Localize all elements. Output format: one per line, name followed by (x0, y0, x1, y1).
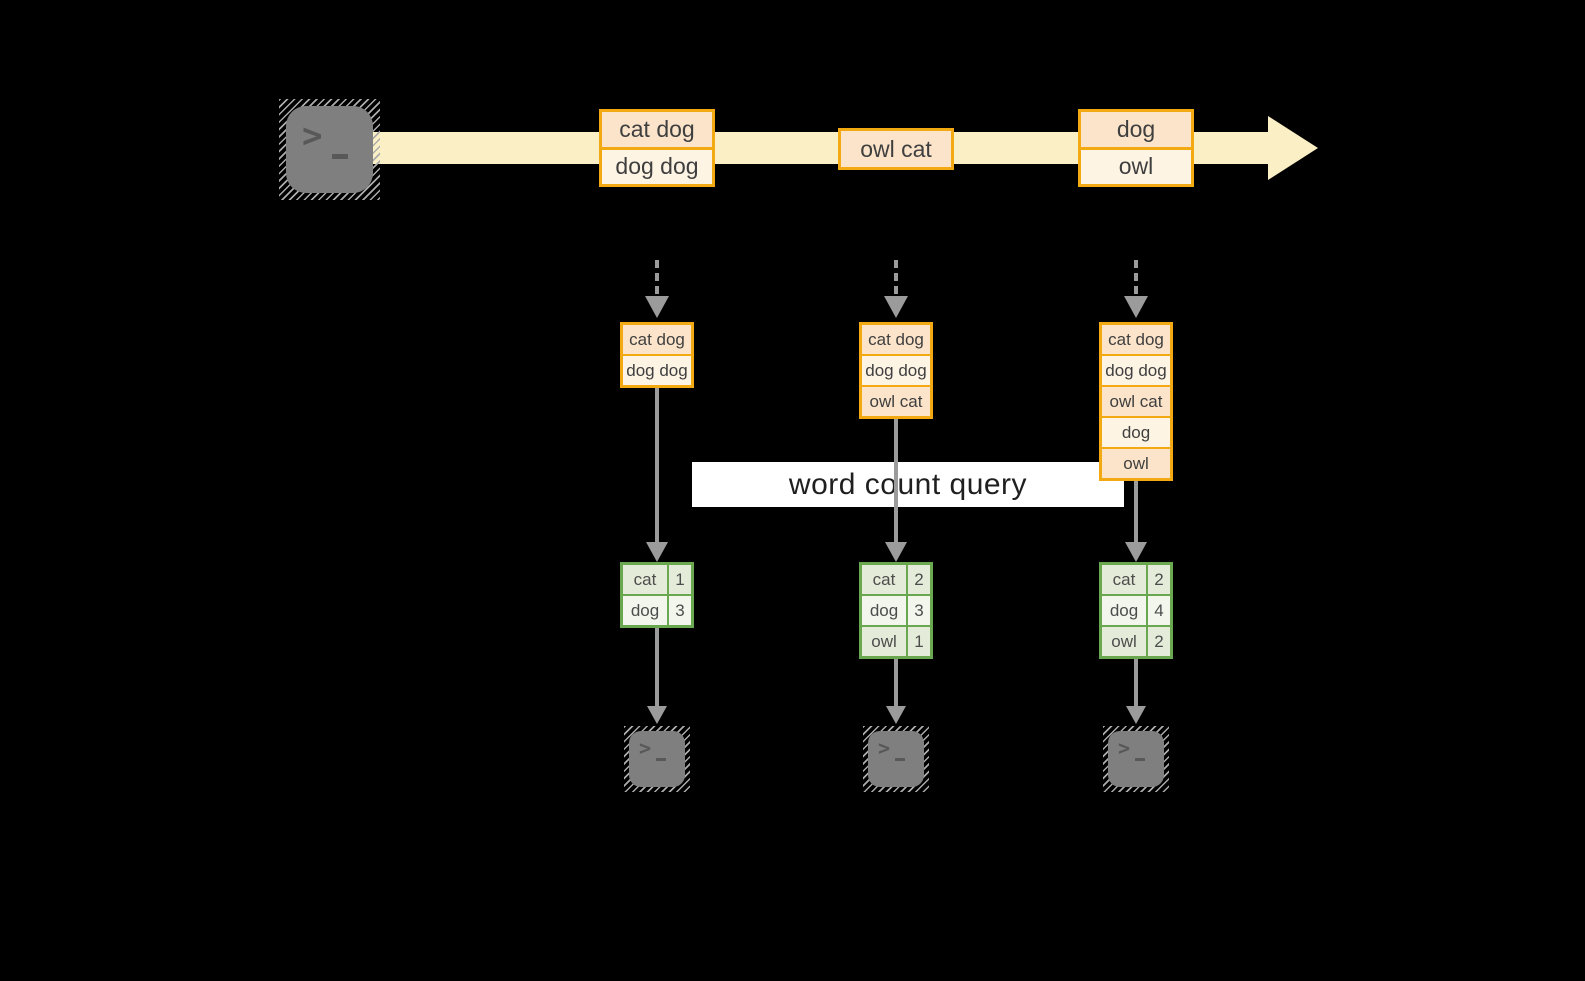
prompt-chevron-icon: > (302, 116, 323, 156)
state-record: cat dog (862, 325, 930, 354)
state-record: cat dog (623, 325, 691, 354)
prompt-underscore-icon (656, 758, 666, 761)
connector-arrowhead-icon (646, 542, 668, 562)
result-table-1: cat 1 dog 3 (620, 562, 694, 628)
state-record: dog dog (623, 354, 691, 385)
stream-batch-1: cat dog dog dog (599, 109, 715, 187)
dashed-arrowhead-icon (1124, 296, 1148, 318)
query-band: word count query (692, 462, 1124, 507)
sink-terminal-icon: > (863, 726, 929, 792)
connector-arrowhead-icon (885, 542, 907, 562)
state-record: owl cat (862, 385, 930, 416)
state-record: owl (1102, 447, 1170, 478)
state-record: dog dog (1102, 354, 1170, 385)
connector-line (655, 628, 659, 708)
table-row: dog 3 (862, 594, 930, 625)
stream-arrowhead-icon (1268, 116, 1318, 180)
connector-arrowhead-icon (1126, 706, 1146, 724)
connector-arrowhead-icon (647, 706, 667, 724)
prompt-underscore-icon (332, 154, 348, 159)
word-cell: dog (630, 600, 660, 620)
word-cell: cat (872, 569, 896, 589)
terminal-body: > (868, 731, 924, 787)
connector-line (1134, 481, 1138, 544)
stream-record: owl (1081, 146, 1191, 184)
table-row: cat 2 (1102, 565, 1170, 594)
state-record: cat dog (1102, 325, 1170, 354)
state-record: dog (1102, 416, 1170, 447)
count-cell: 3 (667, 596, 691, 625)
state-record: dog dog (862, 354, 930, 385)
table-row: owl 1 (862, 625, 930, 656)
word-cell: cat (1112, 569, 1136, 589)
stream-record: cat dog (602, 112, 712, 147)
stream-record: dog (1081, 112, 1191, 147)
word-cell: cat (633, 569, 657, 589)
prompt-chevron-icon: > (639, 736, 652, 760)
connector-line (1134, 659, 1138, 708)
word-cell: dog (1109, 600, 1139, 620)
connector-arrowhead-icon (886, 706, 906, 724)
terminal-body: > (1108, 731, 1164, 787)
stream-batch-3: dog owl (1078, 109, 1194, 187)
table-row: dog 3 (623, 594, 691, 625)
word-cell: owl (1111, 631, 1137, 651)
count-cell: 3 (906, 596, 930, 625)
prompt-underscore-icon (1135, 758, 1145, 761)
prompt-chevron-icon: > (878, 736, 891, 760)
word-cell: dog (869, 600, 899, 620)
sink-terminal-icon: > (624, 726, 690, 792)
table-row: cat 1 (623, 565, 691, 594)
query-label: word count query (788, 467, 1028, 501)
stream-record: dog dog (602, 146, 712, 184)
dashed-arrow-shaft (894, 260, 898, 294)
connector-arrowhead-icon (1125, 542, 1147, 562)
state-stack-2: cat dog dog dog owl cat (859, 322, 933, 419)
connector-line (894, 659, 898, 708)
count-cell: 1 (667, 565, 691, 594)
prompt-chevron-icon: > (1118, 736, 1131, 760)
count-cell: 2 (1146, 627, 1170, 656)
table-row: owl 2 (1102, 625, 1170, 656)
connector-line (655, 388, 659, 544)
terminal-body: > (629, 731, 685, 787)
stream-batch-2: owl cat (838, 128, 954, 170)
source-terminal-icon: > (279, 99, 380, 200)
table-row: cat 2 (862, 565, 930, 594)
result-table-2: cat 2 dog 3 owl 1 (859, 562, 933, 659)
prompt-underscore-icon (895, 758, 905, 761)
dashed-arrow-shaft (1134, 260, 1138, 294)
connector-line (894, 419, 898, 544)
count-cell: 1 (906, 627, 930, 656)
word-cell: owl (871, 631, 897, 651)
result-table-3: cat 2 dog 4 owl 2 (1099, 562, 1173, 659)
count-cell: 4 (1146, 596, 1170, 625)
dashed-arrowhead-icon (645, 296, 669, 318)
stream-record: owl cat (841, 131, 951, 167)
state-stack-3: cat dog dog dog owl cat dog owl (1099, 322, 1173, 481)
count-cell: 2 (1146, 565, 1170, 594)
dashed-arrowhead-icon (884, 296, 908, 318)
state-record: owl cat (1102, 385, 1170, 416)
table-row: dog 4 (1102, 594, 1170, 625)
state-stack-1: cat dog dog dog (620, 322, 694, 388)
dashed-arrow-shaft (655, 260, 659, 294)
count-cell: 2 (906, 565, 930, 594)
terminal-body: > (286, 106, 373, 193)
sink-terminal-icon: > (1103, 726, 1169, 792)
